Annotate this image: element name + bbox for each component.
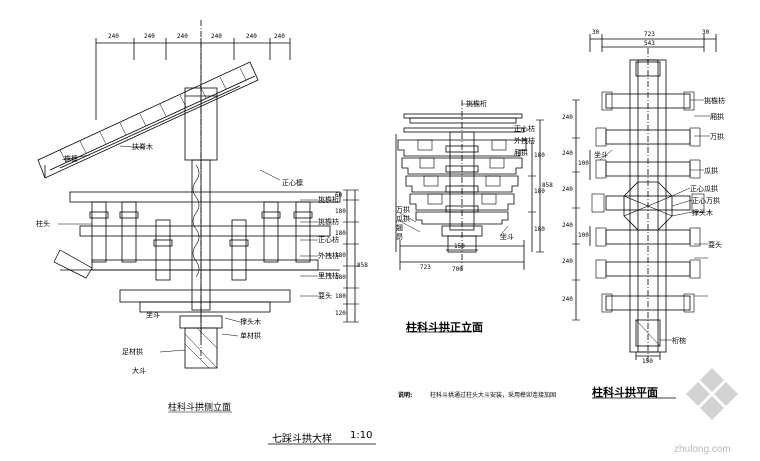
front-width-dim: 700 bbox=[452, 266, 463, 273]
front-height-dim: 858 bbox=[542, 182, 553, 189]
side-right-dim: 180 bbox=[335, 274, 346, 281]
side-elevation bbox=[37, 20, 359, 369]
side-label: 单材拱 bbox=[240, 332, 261, 340]
plan-label: 撑头木 bbox=[692, 209, 713, 217]
side-top-dim: 240 bbox=[177, 33, 188, 40]
side-label: 撑头木 bbox=[240, 318, 261, 326]
side-top-dim: 240 bbox=[108, 33, 119, 40]
plan-left-dim: 240 bbox=[562, 296, 573, 303]
front-width-dim: 150 bbox=[454, 243, 465, 250]
side-label: 柱头 bbox=[36, 220, 50, 228]
plan-left-dim: 240 bbox=[562, 222, 573, 229]
side-top-dim: 240 bbox=[211, 33, 222, 40]
plan-top-dim: 543 bbox=[644, 40, 655, 47]
plan-label: 正心瓜拱 bbox=[690, 185, 718, 193]
side-label: 挑檐桁 bbox=[318, 196, 339, 204]
main-title: 七踩斗拱大样 bbox=[272, 434, 332, 445]
front-label: 昂 bbox=[396, 233, 403, 241]
plan-label: 万拱 bbox=[710, 133, 724, 141]
side-label: 檐檩 bbox=[64, 155, 78, 163]
front-height-dim: 180 bbox=[534, 226, 545, 233]
plan-label: 桁椀 bbox=[672, 337, 686, 345]
side-right-dim: 60 bbox=[335, 192, 343, 199]
front-width-dim: 723 bbox=[420, 264, 431, 271]
plan-left-dim: 240 bbox=[562, 114, 573, 121]
note-text: 柱科斗拱通过柱头大斗安装，采用榫卯连接加固 bbox=[430, 392, 557, 399]
front-label: 万拱 bbox=[396, 206, 410, 214]
front-label: 坐斗 bbox=[500, 233, 514, 241]
plan-left-dim: 240 bbox=[562, 186, 573, 193]
side-label: 挑檐枋 bbox=[318, 218, 339, 226]
plan-label: 挑檐枋 bbox=[704, 97, 725, 105]
front-height-dim: 180 bbox=[534, 152, 545, 159]
plan-label: 厢拱 bbox=[710, 113, 724, 121]
side-label: 外拽枋 bbox=[318, 252, 339, 260]
front-label: 厢拱 bbox=[514, 149, 528, 157]
side-label: 耍头 bbox=[318, 292, 332, 300]
side-label: 里拽枋 bbox=[318, 272, 339, 280]
front-label: 正心枋 bbox=[514, 125, 535, 133]
side-right-dim: 180 bbox=[335, 230, 346, 237]
plan-label: 耍头 bbox=[708, 241, 722, 249]
front-label: 瓜拱 bbox=[396, 215, 410, 223]
side-right-dim: 180 bbox=[335, 208, 346, 215]
plan-small-dim: 150 bbox=[642, 358, 653, 365]
plan-left-dim: 240 bbox=[562, 150, 573, 157]
plan-label: 坐斗 bbox=[594, 151, 608, 159]
watermark-emblem bbox=[686, 368, 738, 420]
side-total-dim: 858 bbox=[357, 262, 368, 269]
side-right-dim: 180 bbox=[335, 252, 346, 259]
front-label: 翘 bbox=[396, 224, 403, 232]
side-label: 正心枋 bbox=[318, 236, 339, 244]
plan-top-dim: 30 bbox=[592, 29, 600, 36]
side-elevation-caption: 柱科斗拱侧立面 bbox=[168, 403, 232, 413]
side-label: 足材拱 bbox=[122, 348, 143, 356]
side-top-dim: 240 bbox=[144, 33, 155, 40]
front-elevation bbox=[395, 100, 544, 272]
side-label: 正心檩 bbox=[282, 179, 303, 187]
front-height-dim: 180 bbox=[534, 188, 545, 195]
plan-small-dim: 100 bbox=[578, 232, 589, 239]
note-label: 说明: bbox=[398, 392, 413, 399]
plan-small-dim: 100 bbox=[578, 160, 589, 167]
side-right-dim: 180 bbox=[335, 293, 346, 300]
plan-view bbox=[572, 34, 717, 362]
drawing-scale: 1:10 bbox=[350, 430, 373, 441]
plan-top-dim: 30 bbox=[702, 29, 710, 36]
plan-label: 正心万拱 bbox=[692, 197, 720, 205]
front-label: 外拽枋 bbox=[514, 137, 535, 145]
front-elevation-caption: 柱科斗拱正立面 bbox=[406, 321, 483, 334]
plan-left-dim: 240 bbox=[562, 258, 573, 265]
plan-label: 瓜拱 bbox=[704, 167, 718, 175]
side-top-dim: 240 bbox=[274, 33, 285, 40]
side-label: 扶脊木 bbox=[132, 143, 153, 151]
side-label: 坐斗 bbox=[146, 311, 160, 319]
side-top-dim: 240 bbox=[246, 33, 257, 40]
watermark-text: zhulong.com bbox=[674, 444, 731, 455]
front-label: 挑檐桁 bbox=[466, 100, 487, 108]
side-right-dim: 120 bbox=[335, 310, 346, 317]
plan-view-caption: 柱科斗拱平面 bbox=[592, 386, 658, 399]
plan-top-dim: 723 bbox=[644, 31, 655, 38]
side-label: 大斗 bbox=[132, 367, 146, 375]
